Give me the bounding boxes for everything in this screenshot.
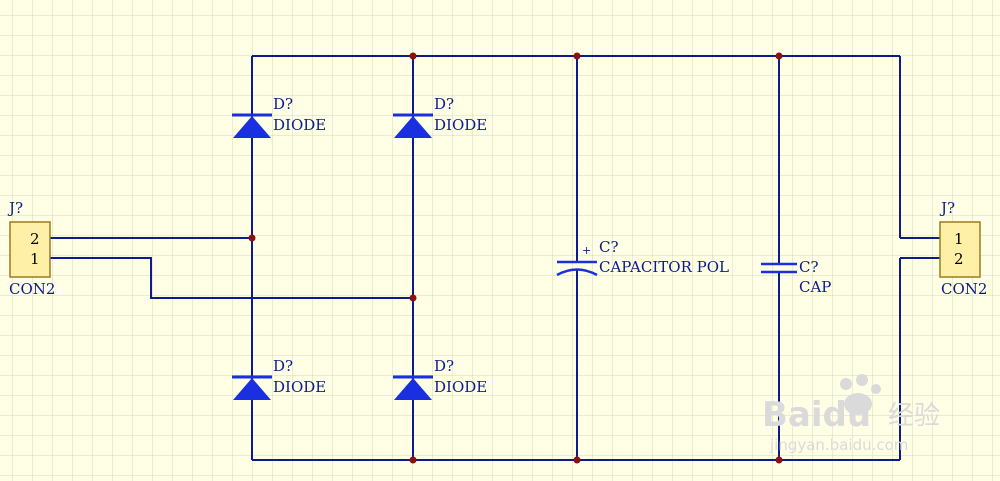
capacitor-polarity-mark: + [582,244,591,257]
connector-pin-number: 2 [30,230,40,248]
connector-body [9,221,51,278]
capacitor-designator: C? [599,238,619,256]
diode-designator: D? [273,95,293,113]
capacitor-designator: C? [799,258,819,276]
paw-icon [840,374,881,415]
junction-dot [409,294,417,302]
diode-value: DIODE [434,116,487,134]
diode-bottom-left[interactable]: D? DIODE [232,357,326,400]
watermark-url: jingyan.baidu.com [769,436,908,454]
connector-designator: J? [7,199,23,217]
connector-name: CON2 [9,280,55,298]
junction-dot [409,456,417,464]
diode-designator: D? [434,357,454,375]
junction-dot [775,456,783,464]
connector-pin-number: 1 [30,250,40,268]
connector-pin-number: 1 [954,230,964,248]
connector-right[interactable]: J? 1 2 CON2 [939,199,987,298]
wire-left-pin1[interactable] [50,257,413,299]
junctions [248,52,783,464]
diode-symbol-icon [394,116,432,138]
diode-symbol-icon [394,378,432,400]
capacitor-value: CAPACITOR POL [599,258,729,276]
junction-dot [775,52,783,60]
diode-bottom-right[interactable]: D? DIODE [393,357,487,400]
diode-value: DIODE [434,378,487,396]
diode-designator: D? [273,357,293,375]
diode-symbol-icon [233,378,271,400]
diode-designator: D? [434,95,454,113]
watermark: Baidu 经验 jingyan.baidu.com [762,374,940,454]
diode-value: DIODE [273,378,326,396]
capacitor-polarized[interactable]: + C? CAPACITOR POL [556,238,729,277]
connector-name: CON2 [941,280,987,298]
connector-designator: J? [939,199,955,217]
capacitor-value: CAP [799,278,831,296]
connector-left[interactable]: J? 2 1 CON2 [7,199,55,298]
connector-pin-number: 2 [954,250,964,268]
diode-top-left[interactable]: D? DIODE [232,95,326,138]
diode-value: DIODE [273,116,326,134]
connector-body [939,221,981,278]
junction-dot [409,52,417,60]
junction-dot [573,52,581,60]
watermark-suffix: 经验 [888,401,940,431]
capacitor-nonpolar[interactable]: C? CAP [761,258,831,296]
junction-dot [248,234,256,242]
diode-top-right[interactable]: D? DIODE [393,95,487,138]
junction-dot [573,456,581,464]
capacitor-plate-negative [556,268,598,277]
diode-symbol-icon [233,116,271,138]
watermark-brand: Baidu [762,395,871,435]
